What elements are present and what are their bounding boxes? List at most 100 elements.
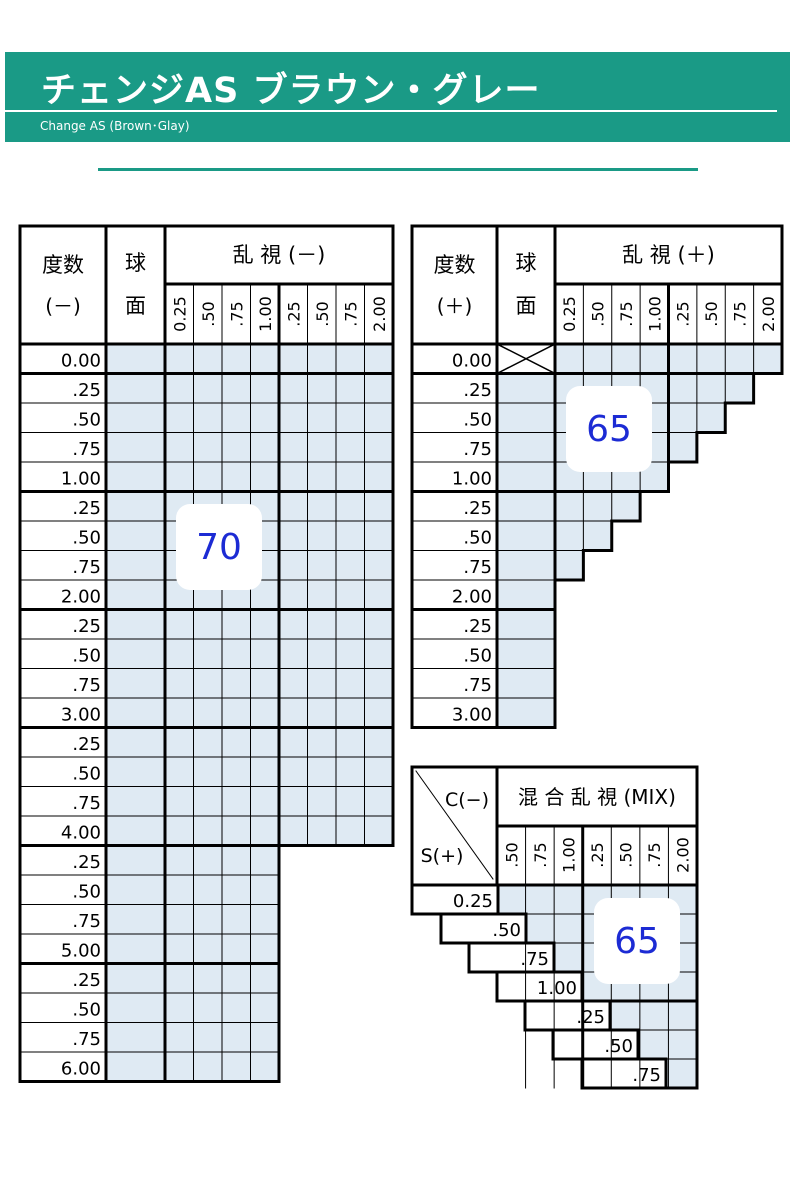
minus-sphere-row-label: 1.00: [61, 469, 101, 490]
plus-sphere-row-label: .75: [463, 675, 492, 696]
minus-value-row-fill: [106, 875, 279, 905]
minus-value-row-fill: [106, 698, 393, 728]
minus-cyl-col-label: 2.00: [370, 296, 389, 332]
minus-sphere-row-label: 5.00: [61, 941, 101, 962]
minus-sphere-row-label: 6.00: [61, 1059, 101, 1080]
minus-header-sign: (－): [45, 294, 81, 318]
minus-value-row-fill: [106, 373, 393, 403]
mix-cyl-col-label: .50: [502, 842, 521, 867]
plus-cyl-col-label: .75: [730, 301, 749, 326]
mix-sphere-row-label: 0.25: [453, 891, 493, 912]
minus-value-row-fill: [106, 904, 279, 934]
minus-value-row-fill: [106, 727, 393, 757]
minus-value-row-fill: [106, 462, 393, 492]
minus-cyl-col-label: 0.25: [170, 296, 189, 332]
minus-sphere-row-label: .50: [72, 528, 101, 549]
minus-sphere-row-label: 2.00: [61, 587, 101, 608]
mix-cyl-col-label: 1.00: [559, 837, 578, 873]
mix-value-row-fill: [610, 1001, 697, 1030]
mix-header-c: C(−): [445, 789, 489, 811]
minus-value-row-fill: [106, 786, 393, 816]
minus-value-row-fill: [106, 403, 393, 433]
minus-cyl-col-label: 1.00: [256, 296, 275, 332]
minus-sphere-row-label: .75: [72, 911, 101, 932]
minus-sphere-row-label: .25: [72, 852, 101, 873]
plus-sphere-col-fill: [497, 639, 555, 669]
mix-sphere-row-label: .25: [576, 1007, 605, 1028]
plus-sphere-row-label: .25: [463, 616, 492, 637]
minus-value-row-fill: [106, 934, 279, 964]
plus-sphere-row-label: .50: [463, 410, 492, 431]
mix-diagonal-line: [415, 770, 494, 880]
minus-value-row-fill: [106, 963, 279, 993]
minus-sphere-row-label: .25: [72, 734, 101, 755]
plus-header-sign: (＋): [437, 294, 473, 318]
plus-sphere-row-label: 0.00: [452, 351, 492, 372]
mix-sphere-row-label: .50: [604, 1036, 633, 1057]
minus-value-row-fill: [106, 639, 393, 669]
page-subtitle: Change AS (Brown･Glay): [40, 119, 190, 133]
header-rule: [5, 110, 777, 112]
mix-cyl-col-label: .75: [645, 842, 664, 867]
minus-sphere-row-label: .50: [72, 410, 101, 431]
page-title: チェンジAS ブラウン・グレー: [41, 71, 541, 111]
plus-sphere-row-label: .50: [463, 528, 492, 549]
minus-header-dosu: 度数: [42, 253, 84, 277]
minus-sphere-row-label: 3.00: [61, 705, 101, 726]
minus-sphere-row-label: 0.00: [61, 351, 101, 372]
plus-sphere-col-fill: [497, 403, 555, 433]
plus-cyl-col-label: 0.25: [560, 296, 579, 332]
plus-sphere-col-fill: [497, 521, 555, 551]
minus-cyl-col-label: .50: [199, 301, 218, 326]
mix-cyl-col-label: .75: [531, 842, 550, 867]
mix-value-row-fill: [638, 1030, 697, 1059]
minus-header-men: 面: [125, 294, 146, 318]
minus-sphere-row-label: .75: [72, 439, 101, 460]
minus-sphere-row-label: .50: [72, 882, 101, 903]
minus-header-ranshi: 乱 視 (－): [233, 243, 326, 267]
minus-value-row-fill: [106, 344, 393, 374]
mix-sphere-row-label: .75: [632, 1065, 661, 1086]
plus-cyl-col-label: .50: [589, 301, 608, 326]
plus-sphere-col-fill: [497, 609, 555, 639]
plus-header-ranshi: 乱 視 (＋): [622, 243, 715, 267]
minus-value-row-fill: [106, 1022, 279, 1052]
minus-sphere-row-label: .75: [72, 675, 101, 696]
minus-value-row-fill: [106, 816, 393, 846]
minus-sphere-row-label: .50: [72, 1000, 101, 1021]
plus-header-dosu: 度数: [434, 253, 476, 277]
minus-header-kyu: 球: [125, 251, 146, 275]
plus-sphere-row-label: .25: [463, 498, 492, 519]
minus-value-row-fill: [106, 609, 393, 639]
divider-line: [98, 168, 698, 171]
plus-header-men: 面: [516, 294, 537, 318]
plus-staircase-border: [553, 372, 782, 610]
plus-sphere-row-label: .25: [463, 380, 492, 401]
plus-cyl-col-label: 1.00: [645, 296, 664, 332]
plus-sphere-col-fill: [497, 462, 555, 492]
plus-sphere-col-fill: [497, 550, 555, 580]
minus-cyl-col-label: .75: [341, 301, 360, 326]
minus-value-row-fill: [106, 757, 393, 787]
minus-value-row-fill: [106, 993, 279, 1023]
minus-sphere-row-label: .50: [72, 764, 101, 785]
minus-sphere-row-label: .75: [72, 793, 101, 814]
mix-table-value-badge: 65: [594, 898, 680, 984]
plus-sphere-col-fill: [497, 698, 555, 728]
minus-value-row-fill: [106, 668, 393, 698]
plus-sphere-row-label: 3.00: [452, 705, 492, 726]
plus-table-value-badge: 65: [566, 386, 652, 472]
minus-sphere-row-label: .25: [72, 970, 101, 991]
plus-header-kyu: 球: [516, 251, 537, 275]
plus-cyl-col-label: .75: [617, 301, 636, 326]
minus-cyl-col-label: .75: [227, 301, 246, 326]
plus-sphere-row-label: .75: [463, 557, 492, 578]
mix-value-row-fill: [666, 1059, 697, 1088]
plus-sphere-row-label: .75: [463, 439, 492, 460]
mix-sphere-row-label: .50: [492, 920, 521, 941]
mix-header-title: 混 合 乱 視 (MIX): [518, 785, 676, 809]
header-banner: チェンジAS ブラウン・グレー Change AS (Brown･Glay): [5, 52, 790, 142]
plus-cross-line: [495, 342, 557, 375]
minus-cyl-col-label: .25: [284, 301, 303, 326]
minus-sphere-row-label: .25: [72, 498, 101, 519]
